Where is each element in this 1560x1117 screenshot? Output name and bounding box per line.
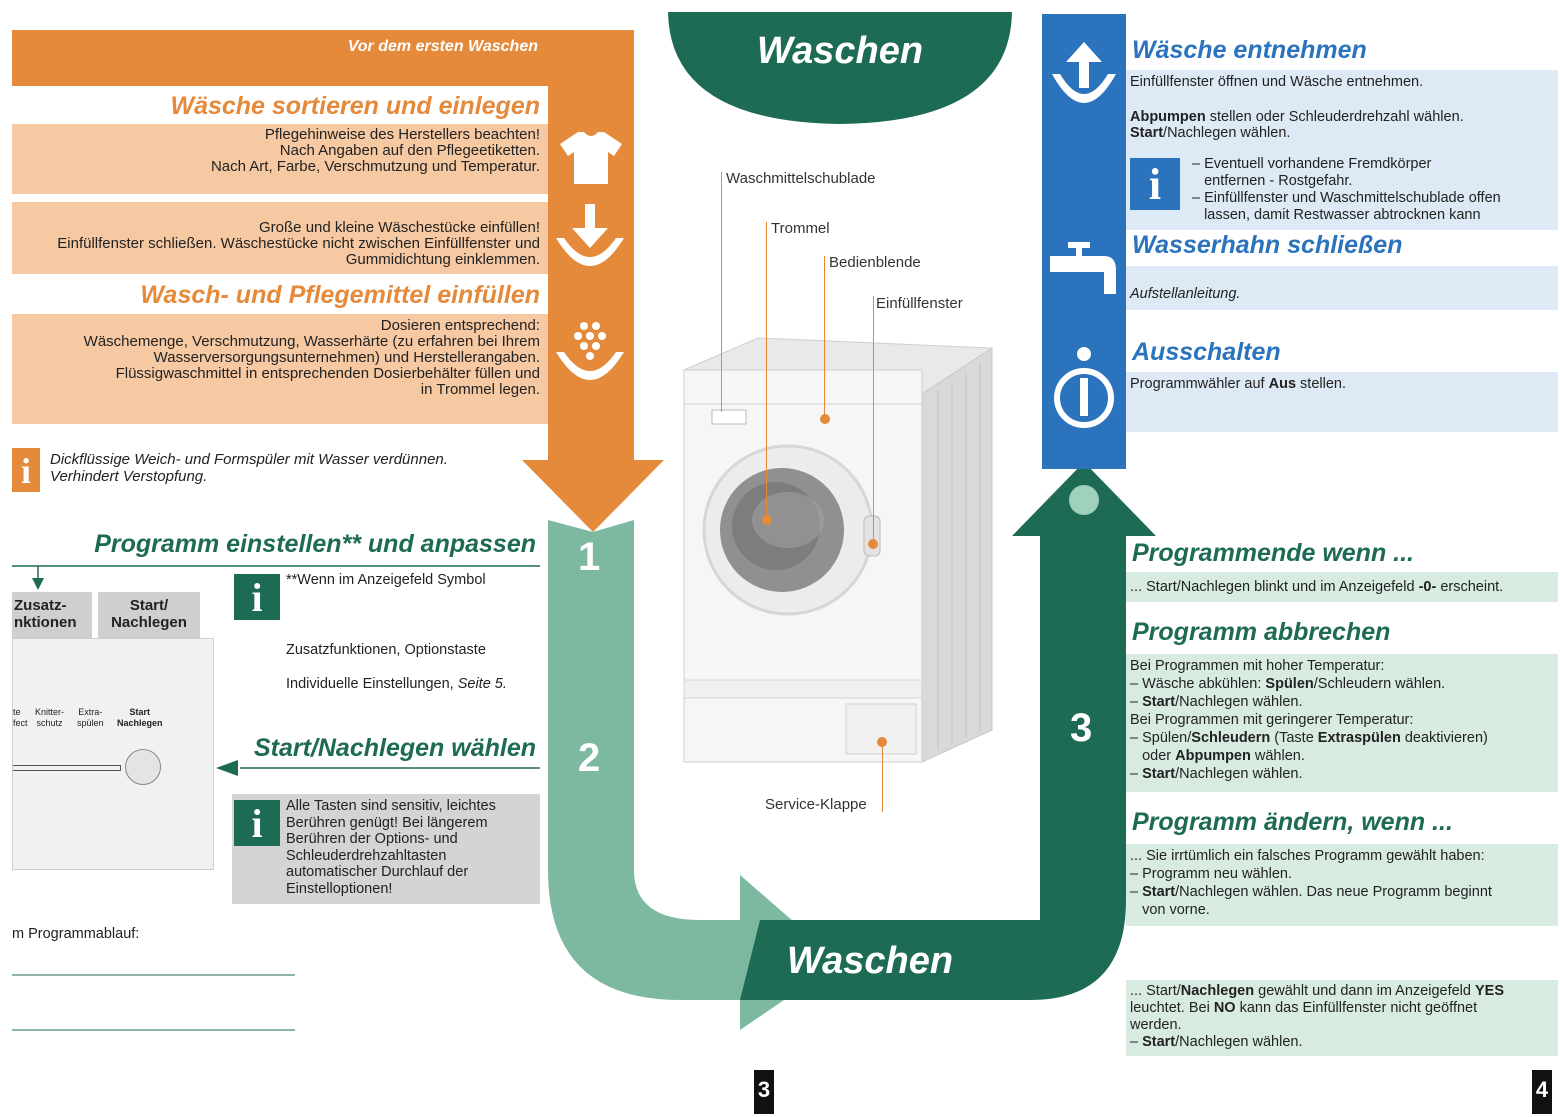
text-programmablauf: m Programmablauf: bbox=[12, 926, 140, 942]
step-3: 3 bbox=[1070, 706, 1093, 750]
remove-box: Einfüllfenster öffnen und Wäsche entnehm… bbox=[1126, 70, 1558, 230]
text-zusatzfunktionen: Zusatzfunktionen, Optionstaste bbox=[286, 642, 486, 658]
tshirt-icon bbox=[560, 132, 622, 184]
label-door: Einfüllfenster bbox=[876, 295, 963, 312]
change-box: ... Sie irrtümlich ein falsches Programm… bbox=[1126, 844, 1558, 926]
button-start-nachlegen-top[interactable]: Start/ Nachlegen bbox=[98, 592, 200, 638]
detergent-icon bbox=[556, 322, 624, 380]
orange-note: Dickflüssige Weich- und Formspüler mit W… bbox=[50, 451, 448, 485]
step-2: 2 bbox=[578, 736, 601, 780]
heading-program-cancel: Programm abbrechen bbox=[1132, 618, 1391, 646]
washing-machine-illustration bbox=[682, 337, 994, 763]
heading-program-set: Programm einstellen** und anpassen bbox=[94, 530, 536, 558]
orange-header: Vor dem ersten Waschen bbox=[347, 38, 538, 55]
label-panel: Bedienblende bbox=[829, 254, 921, 271]
end-box: ... Start/Nachlegen blinkt und im Anzeig… bbox=[1126, 572, 1558, 602]
heading-detergent: Wasch- und Pflegemittel einfüllen bbox=[140, 281, 540, 309]
info-icon-orange: i bbox=[12, 448, 40, 492]
title-bottom: Waschen bbox=[786, 940, 954, 982]
page-number-4: 4 bbox=[1532, 1070, 1552, 1114]
text-individuelle: Individuelle Einstellungen, Seite 5. bbox=[286, 676, 507, 692]
unload-laundry-icon bbox=[1052, 42, 1116, 103]
load-laundry-icon bbox=[556, 204, 624, 266]
button-zusatzfunktionen[interactable]: Zusatz- nktionen bbox=[12, 592, 92, 638]
title-top: Waschen bbox=[756, 30, 924, 72]
sort-box: Pflegehinweise des Herstellers beachten!… bbox=[12, 124, 548, 194]
detergent-box: Dosieren entsprechend: Wäschemenge, Vers… bbox=[12, 314, 548, 424]
info-text-symbol: **Wenn im Anzeigefeld Symbol bbox=[286, 572, 486, 588]
heading-start: Start/Nachlegen wählen bbox=[253, 734, 536, 762]
step-1: 1 bbox=[578, 535, 601, 579]
heading-remove: Wäsche entnehmen bbox=[1132, 36, 1367, 64]
off-box: Programmwähler auf Aus stellen. bbox=[1126, 372, 1558, 432]
heading-program-change: Programm ändern, wenn ... bbox=[1132, 808, 1453, 836]
add-laundry-box: ... Start/Nachlegen gewählt und dann im … bbox=[1126, 980, 1558, 1056]
power-off-icon bbox=[1054, 347, 1114, 428]
heading-program-end: Programmende wenn ... bbox=[1132, 539, 1415, 567]
label-drum: Trommel bbox=[771, 220, 830, 237]
info-icon-blue: i bbox=[1130, 158, 1180, 210]
heading-tap: Wasserhahn schließen bbox=[1132, 231, 1403, 259]
option-buttons-row[interactable] bbox=[13, 765, 121, 771]
label-service: Service-Klappe bbox=[765, 796, 867, 813]
info-icon-green-1: i bbox=[234, 574, 280, 620]
heading-sort: Wäsche sortieren und einlegen bbox=[170, 92, 540, 120]
tap-box: Aufstellanleitung. bbox=[1126, 266, 1558, 310]
info-box-sensitive: i Alle Tasten sind sensitiv, leichtes Be… bbox=[232, 794, 540, 904]
cancel-box: Bei Programmen mit hoher Temperatur: – W… bbox=[1126, 654, 1558, 792]
heading-off: Ausschalten bbox=[1132, 338, 1281, 366]
info-icon-green-2: i bbox=[234, 800, 280, 846]
water-tap-icon bbox=[1050, 242, 1116, 294]
fill-box: Große und kleine Wäschestücke einfüllen!… bbox=[12, 202, 548, 274]
label-drawer: Waschmittelschublade bbox=[726, 170, 876, 187]
start-knob[interactable] bbox=[125, 749, 161, 785]
page-number-3: 3 bbox=[754, 1070, 774, 1114]
